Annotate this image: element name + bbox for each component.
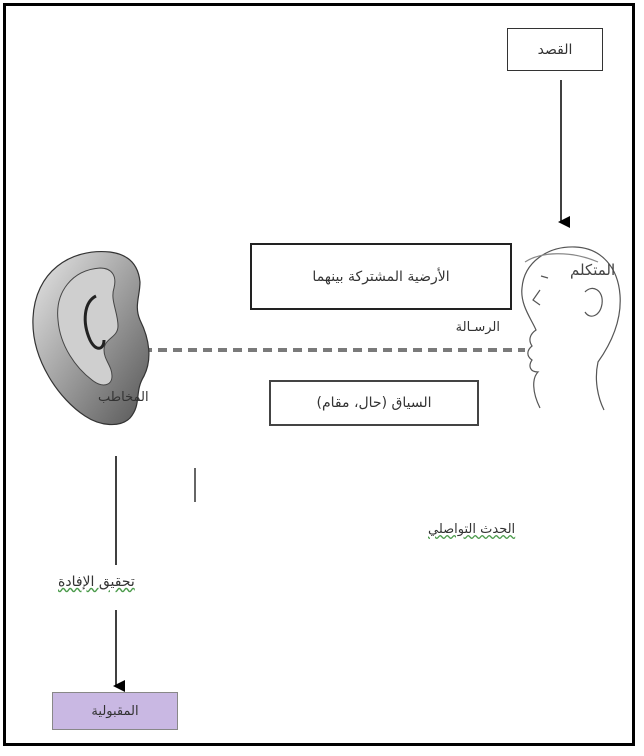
shared-background-box: الأرضية المشتركة بينهما [250, 243, 512, 310]
acceptability-label: المقبولية [91, 703, 139, 719]
listener-ear-icon [32, 250, 150, 426]
message-label: الرسـالة [455, 320, 500, 335]
shared-background-label: الأرضية المشتركة بينهما [312, 268, 450, 285]
speaker-head-icon [521, 246, 621, 411]
communicative-event-label: الحدث التواصلي [428, 522, 516, 537]
context-label: السياق (حال، مقام) [316, 395, 432, 411]
intent-box: القصد [507, 28, 603, 71]
achieve-benefit-label: تحقيق الإفادة [58, 574, 135, 590]
context-box: السياق (حال، مقام) [269, 380, 479, 426]
intent-label: القصد [537, 41, 573, 58]
diagram-frame [3, 3, 635, 746]
speaker-label: المتكلم [570, 261, 616, 279]
acceptability-box: المقبولية [52, 692, 178, 730]
listener-label: المخاطب [98, 390, 149, 405]
